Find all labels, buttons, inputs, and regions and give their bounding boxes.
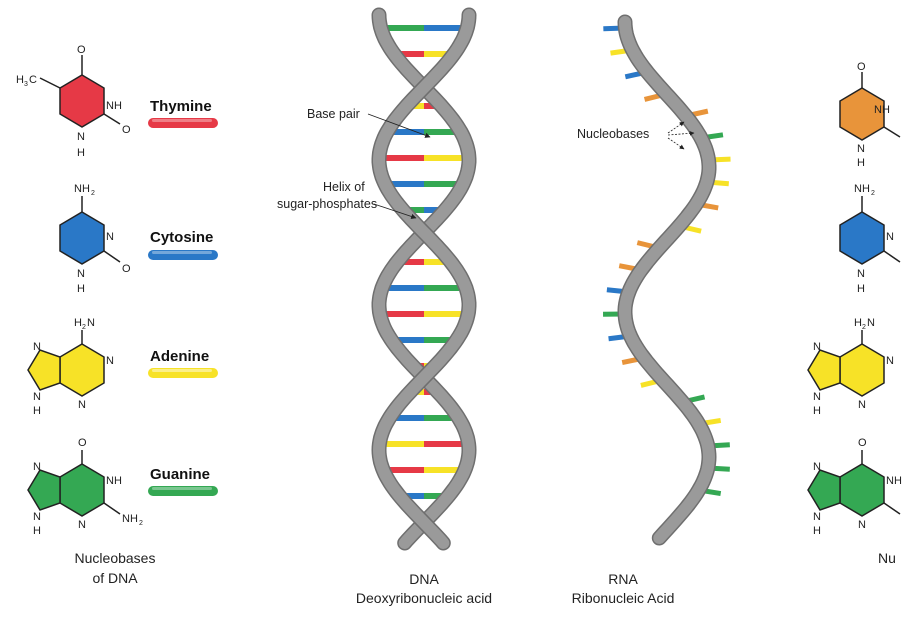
rna-subtitle: Ribonucleic Acid <box>572 590 675 606</box>
guanine-o: O <box>78 437 87 449</box>
rna-strand <box>625 22 709 538</box>
cytosine-h: H <box>77 283 85 295</box>
thymine-h3c-h: H <box>16 74 24 86</box>
adenine-n-7: N <box>33 341 41 353</box>
thymine-h3c-c: C <box>29 74 37 86</box>
dna-title: DNA <box>409 571 439 587</box>
adenine2-h2n-n: N <box>867 317 875 329</box>
guanine-structure-partial: O NH N N N H <box>808 437 902 537</box>
cytosine-n-right: N <box>106 231 114 243</box>
adenine-h2n-2: 2 <box>82 324 86 331</box>
dna-subtitle: Deoxyribonucleic acid <box>356 590 492 606</box>
guanine-h: H <box>33 525 41 537</box>
base-bar-adenine <box>148 368 218 378</box>
rna-title: RNA <box>608 571 638 587</box>
uracil-h: H <box>857 157 865 169</box>
guanine2-n-7: N <box>813 461 821 473</box>
thymine-o-right: O <box>122 124 131 136</box>
left-caption-line2: of DNA <box>92 570 138 586</box>
guanine-nh2-sub: 2 <box>139 520 143 527</box>
adenine-structure-partial: H 2 N N N N N H <box>808 317 894 417</box>
cytosine2-nh2-main: NH <box>854 183 870 195</box>
dna-sugar-phosphate-backbone <box>379 15 469 543</box>
thymine-o-top: O <box>77 44 86 56</box>
cytosine2-nh2-sub: 2 <box>871 190 875 197</box>
uracil-nh: NH <box>874 104 890 116</box>
thymine-structure: O NH N H O H 3 C <box>16 44 131 159</box>
adenine2-h2n-h: H <box>854 317 862 329</box>
adenine2-n-7: N <box>813 341 821 353</box>
adenine-h: H <box>33 405 41 417</box>
base-bar-guanine <box>148 486 218 496</box>
guanine-nh: NH <box>106 475 122 487</box>
uracil-o: O <box>857 61 866 73</box>
cytosine2-n-right: N <box>886 231 894 243</box>
guanine-n-7: N <box>33 461 41 473</box>
cytosine2-n-bottom: N <box>857 268 865 280</box>
adenine-n-3: N <box>78 399 86 411</box>
base-name-adenine: Adenine <box>150 348 209 365</box>
cytosine-structure: NH 2 N N H O <box>60 183 131 295</box>
guanine-n-3: N <box>78 519 86 531</box>
cytosine-nh2-main: NH <box>74 183 90 195</box>
cytosine-n-bottom: N <box>77 268 85 280</box>
base-bar-cytosine <box>148 250 218 260</box>
guanine2-o: O <box>858 437 867 449</box>
uracil-structure-partial: O NH N H <box>840 61 900 169</box>
adenine-structure: H 2 N N N N N H <box>28 317 114 417</box>
guanine2-nh: NH <box>886 475 902 487</box>
adenine2-n-3: N <box>858 399 866 411</box>
thymine-nh: NH <box>106 100 122 112</box>
guanine-n-9: N <box>33 511 41 523</box>
cytosine2-h: H <box>857 283 865 295</box>
dna-annotations: Base pair Helix of sugar-phosphates <box>277 107 430 218</box>
adenine-h2n-h: H <box>74 317 82 329</box>
adenine-n-9: N <box>33 391 41 403</box>
base-name-guanine: Guanine <box>150 466 210 483</box>
base-name-cytosine: Cytosine <box>150 229 213 246</box>
guanine-nh2-main: NH <box>122 513 138 525</box>
base-bar-thymine <box>148 118 218 128</box>
rna-backbone <box>625 22 709 538</box>
adenine2-h: H <box>813 405 821 417</box>
label-helix-line2: sugar-phosphates <box>277 197 377 211</box>
label-nucleobases: Nucleobases <box>577 127 649 141</box>
adenine2-n-9: N <box>813 391 821 403</box>
cytosine-structure-partial: NH 2 N N H <box>840 183 900 295</box>
rna-annotations: Nucleobases <box>577 122 694 149</box>
thymine-h: H <box>77 147 85 159</box>
thymine-h3c-3: 3 <box>24 81 28 88</box>
guanine2-n-9: N <box>813 511 821 523</box>
uracil-n: N <box>857 143 865 155</box>
guanine2-n-3: N <box>858 519 866 531</box>
cytosine-nh2-sub: 2 <box>91 190 95 197</box>
adenine2-n-1: N <box>886 355 894 367</box>
left-caption-line1: Nucleobases <box>75 550 156 566</box>
label-base-pair: Base pair <box>307 107 360 121</box>
right-caption-partial: Nu <box>878 550 896 566</box>
nucleobase-pointer-3 <box>668 138 684 149</box>
guanine2-h: H <box>813 525 821 537</box>
adenine-h2n-n: N <box>87 317 95 329</box>
label-helix-line1: Helix of <box>323 180 365 194</box>
adenine2-h2n-2: 2 <box>862 324 866 331</box>
guanine-structure: O NH N N N H NH 2 <box>28 437 143 537</box>
base-name-thymine: Thymine <box>150 98 212 115</box>
adenine-n-1: N <box>106 355 114 367</box>
thymine-n: N <box>77 131 85 143</box>
cytosine-o: O <box>122 263 131 275</box>
nucleobase-pointer-1 <box>668 122 684 133</box>
